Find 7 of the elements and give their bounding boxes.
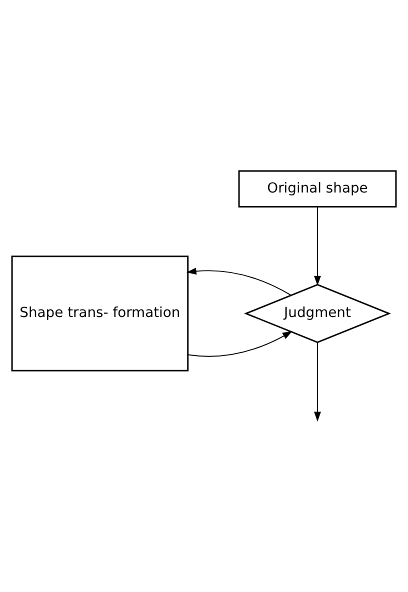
node-box: Original shape	[238, 170, 397, 208]
node-diamond: Judgment	[244, 284, 391, 344]
arrow	[187, 331, 292, 357]
node-box: Shape trans- formation	[11, 256, 189, 372]
arrow	[314, 342, 321, 422]
arrow	[314, 206, 321, 286]
arrow	[186, 268, 292, 296]
